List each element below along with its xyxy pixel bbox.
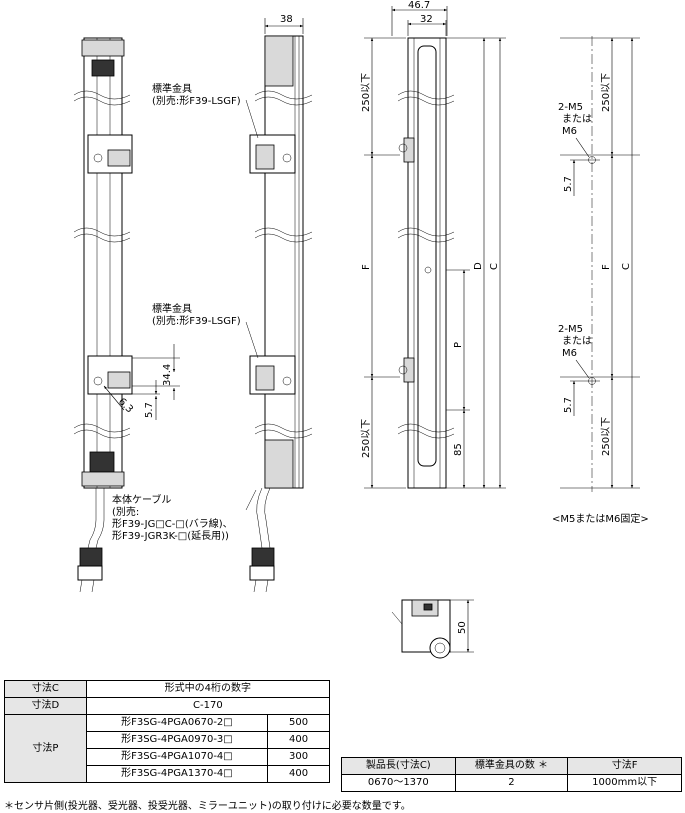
dim-32: 32 [420, 14, 433, 25]
screw-label-lower-l3: M6 [562, 348, 577, 359]
model-name: 形F3SG-4PGA1070-4□ [85, 748, 269, 766]
model-name: 形F3SG-4PGA0670-2□ [85, 714, 269, 732]
header-bracket-count: 標準金具の数 ＊ [454, 757, 569, 775]
dim-C-right: C [621, 263, 632, 270]
dimension-table: 寸法C 形式中の4桁の数字 寸法D C-170 寸法P 形F3SG-4PGA06… [4, 680, 331, 783]
cell-product-length: 0670～1370 [341, 774, 456, 792]
model-name: 形F3SG-4PGA1370-4□ [85, 765, 269, 783]
row-value-c: 形式中の4桁の数字 [85, 680, 331, 698]
dim-P: P [453, 342, 464, 348]
row-label-d: 寸法D [4, 697, 87, 715]
bracket-lower [87, 355, 133, 395]
hole-layout-view: 2-M5 または M6 2-M5 または M6 5.7 5.7 250以下 F … [552, 36, 649, 525]
model-value: 300 [267, 748, 330, 766]
dim-46-7: 46.7 [408, 0, 430, 11]
screw-label-lower-l2: または [562, 335, 592, 347]
row-label-p: 寸法P [4, 714, 87, 783]
dim-34-4: 34.4 [162, 364, 173, 386]
bracket-upper [87, 134, 133, 174]
end-view: 50 [391, 599, 474, 659]
dim-5-7-upper: 5.7 [563, 176, 574, 192]
dim-5-7-lower: 5.7 [563, 397, 574, 413]
dimension-drawing: 34.4 5.7 6.3 38 [73, 0, 649, 659]
model-value: 400 [267, 765, 330, 783]
cable-label-l4: 形F39-JGR3K-□(延長用)) [112, 530, 229, 542]
screw-label-upper-l3: M6 [562, 126, 577, 137]
dim-250-top-right: 250以下 [601, 73, 612, 112]
side-bracket-lower [249, 355, 296, 395]
front-view: 34.4 5.7 6.3 [73, 37, 180, 593]
dim-5-7-front: 5.7 [144, 402, 155, 418]
dim-D: D [473, 262, 484, 270]
bracket-label-lower-l2: (別売:形F39-LSGF) [152, 314, 241, 327]
cell-bracket-count: 2 [454, 774, 569, 792]
dim-250-bottom-right: 250以下 [601, 417, 612, 456]
table-row: 形F3SG-4PGA1070-4□ 300 [5, 748, 330, 766]
cable-label-l2: (別売: [112, 505, 139, 518]
table-row: 寸法C 形式中の4桁の数字 [4, 680, 331, 698]
side-bracket-upper [249, 134, 296, 174]
bracket-label-lower-l1: 標準金具 [152, 302, 192, 315]
model-value: 500 [267, 714, 330, 732]
header-dim-f: 寸法F [567, 757, 682, 775]
sensor-dim-view: 46.7 32 250以下 F 250以下 [361, 0, 506, 489]
table-row: 寸法D C-170 [4, 697, 331, 715]
footnote: ＊センサ片側(投光器、受光器、投受光器、ミラーユニット)の取り付けに必要な数量で… [4, 801, 411, 812]
table-row: 形F3SG-4PGA1370-4□ 400 [5, 765, 330, 783]
dim-250-bottom: 250以下 [361, 419, 372, 458]
bracket-count-table: 製品長(寸法C) 標準金具の数 ＊ 寸法F 0670～1370 2 1000mm… [341, 757, 682, 792]
bracket-label-upper-l2: (別売:形F39-LSGF) [152, 94, 241, 107]
row-label-c: 寸法C [4, 680, 87, 698]
bracket-label-upper: 標準金具 (別売:形F39-LSGF) [152, 82, 241, 107]
model-name: 形F3SG-4PGA0970-3□ [85, 731, 269, 749]
cable-label-l1: 本体ケーブル [112, 493, 171, 506]
dim-85: 85 [453, 443, 464, 456]
dim-F-left: F [361, 264, 372, 270]
cable-label-l3: 形F39-JG□C-□(バラ線)、 [112, 517, 233, 530]
screw-label-upper-l2: または [562, 113, 592, 125]
dim-C: C [489, 263, 500, 270]
cell-dim-f: 1000mm以下 [567, 774, 682, 792]
bracket-label-upper-l1: 標準金具 [152, 82, 192, 95]
screw-label-lower-l1: 2-M5 [558, 324, 583, 335]
model-value: 400 [267, 731, 330, 749]
bracket-label-lower: 標準金具 (別売:形F39-LSGF) [152, 302, 241, 327]
dim-250-top: 250以下 [361, 73, 372, 112]
dim-50: 50 [457, 621, 468, 634]
cable-label: 本体ケーブル (別売: 形F39-JG□C-□(バラ線)、 形F39-JGR3K… [112, 493, 233, 542]
fixing-note: <M5またはM6固定> [552, 512, 649, 525]
screw-label-upper-l1: 2-M5 [558, 102, 583, 113]
header-product-length: 製品長(寸法C) [341, 757, 456, 775]
row-value-d: C-170 [85, 697, 331, 715]
side-view: 38 [245, 14, 313, 593]
table-row: 寸法P 形F3SG-4PGA0670-2□ 500 [4, 714, 330, 783]
table-row: 0670～1370 2 1000mm以下 [341, 774, 682, 792]
dim-38: 38 [280, 14, 293, 25]
dim-F-right: F [601, 264, 612, 270]
table-header-row: 製品長(寸法C) 標準金具の数 ＊ 寸法F [341, 757, 682, 775]
